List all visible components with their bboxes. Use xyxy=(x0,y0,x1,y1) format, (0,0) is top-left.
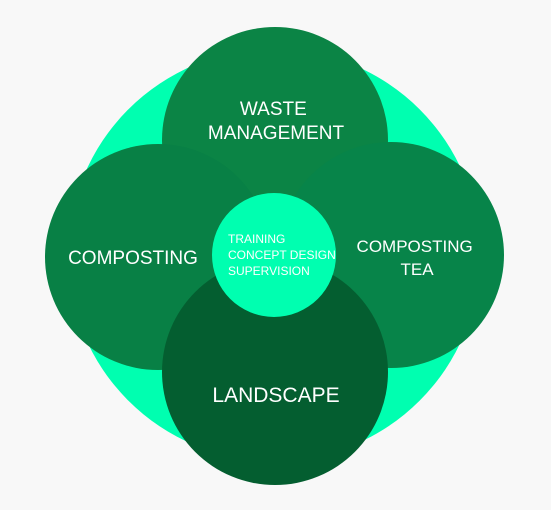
label-landscape: LANDSCAPE xyxy=(212,384,339,407)
petal-landscape xyxy=(162,259,388,485)
label-line: COMPOSTING xyxy=(357,237,473,256)
center-circle xyxy=(212,193,336,317)
label-waste-management: WASTE MANAGEMENT xyxy=(208,99,345,144)
label-composting: COMPOSTING xyxy=(68,248,198,269)
label-line: TRAINING xyxy=(228,232,285,246)
label-center: TRAINING CONCEPT DESIGN SUPERVISION xyxy=(228,232,339,278)
label-line: WASTE xyxy=(240,99,307,120)
label-line: CONCEPT DESIGN xyxy=(228,248,336,262)
label-line: COMPOSTING xyxy=(68,248,198,269)
label-line: LANDSCAPE xyxy=(212,384,339,407)
label-line: MANAGEMENT xyxy=(208,123,345,144)
label-line: SUPERVISION xyxy=(228,264,310,278)
label-line: TEA xyxy=(400,260,434,279)
label-composting-tea: COMPOSTING TEA xyxy=(357,237,478,279)
